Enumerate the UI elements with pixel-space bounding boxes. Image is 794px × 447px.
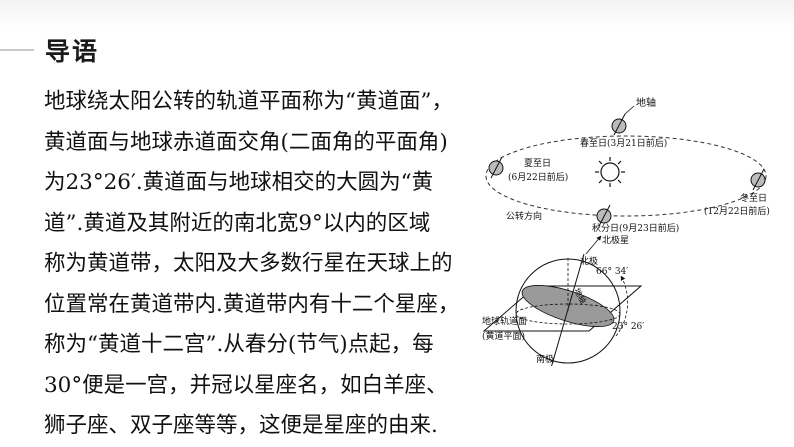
summer-solstice-label: 夏至日: [524, 158, 551, 169]
top-bar: [0, 0, 794, 28]
ecliptic-plane-label: (黄道平面): [482, 330, 525, 342]
paragraph-line: 30°便是一宫，并冠以星座名，如白羊座、: [44, 372, 448, 398]
summer-date-label: (6月22日前后): [508, 171, 568, 183]
revolution-direction-label: 公转方向: [506, 210, 542, 222]
paragraph-line: 称为黄道带，太阳及大多数行星在天球上的: [44, 251, 453, 276]
intro-paragraph: 地球绕太阳公转的轨道平面称为“黄道面”， 黄道面与地球赤道面交角(二面角的平面角…: [44, 82, 472, 447]
autumn-earth-icon: [596, 204, 612, 227]
sun-icon: [595, 157, 625, 187]
paragraph-line: 狮子座、双子座等等，这便是星座的由来.: [44, 413, 438, 438]
earth-orbit-diagram: 地轴 春至日(3月21日前后) 夏至日 (6月22日前后) 冬至日 (12月22…: [482, 96, 770, 366]
north-pole-label: 北极: [580, 255, 598, 267]
paragraph-line: 道”.黄道及其附近的南北宽9°以内的区域: [44, 210, 431, 236]
earth-axis-label: 地轴: [636, 96, 656, 109]
orbit-plane-label: 地球轨道面: [482, 315, 527, 327]
paragraph-line: 称为“黄道十二宫”.从春分(节气)点起，每: [44, 332, 434, 357]
paragraph-line: 位置常在黄道带内.黄道带内有十二个星座，: [44, 291, 460, 317]
orbit-plane: [482, 285, 643, 332]
south-pole-label: 南极: [536, 353, 554, 365]
angle-66-label: 66° 34′: [596, 267, 628, 277]
spring-earth-icon: [611, 105, 635, 136]
section-title: 导语: [45, 37, 100, 66]
title-accent-line: [0, 49, 34, 51]
winter-earth-icon: [750, 168, 766, 191]
earth-axis-line: [551, 253, 585, 366]
paragraph-line: 黄道面与地球赤道面交角(二面角的平面角): [44, 129, 448, 155]
paragraph-line: 地球绕太阳公转的轨道平面称为“黄道面”，: [44, 89, 453, 114]
winter-date-label: (12月22日前后): [704, 205, 770, 217]
winter-solstice-label: 冬至日: [740, 192, 767, 204]
orbit-ellipse: [485, 135, 767, 217]
summer-earth-icon: [488, 156, 504, 179]
north-star-label: 北极星: [602, 234, 629, 246]
autumn-equinox-label: 秋分日(9月23日前后): [592, 222, 679, 234]
paragraph-line: 为23°26′.黄道面与地球相交的大圆为“黄: [44, 170, 434, 195]
spring-equinox-label: 春至日(3月21日前后): [580, 137, 667, 149]
equator-ellipse: [515, 303, 621, 325]
angle-23-label: 23° 26′: [612, 322, 644, 332]
